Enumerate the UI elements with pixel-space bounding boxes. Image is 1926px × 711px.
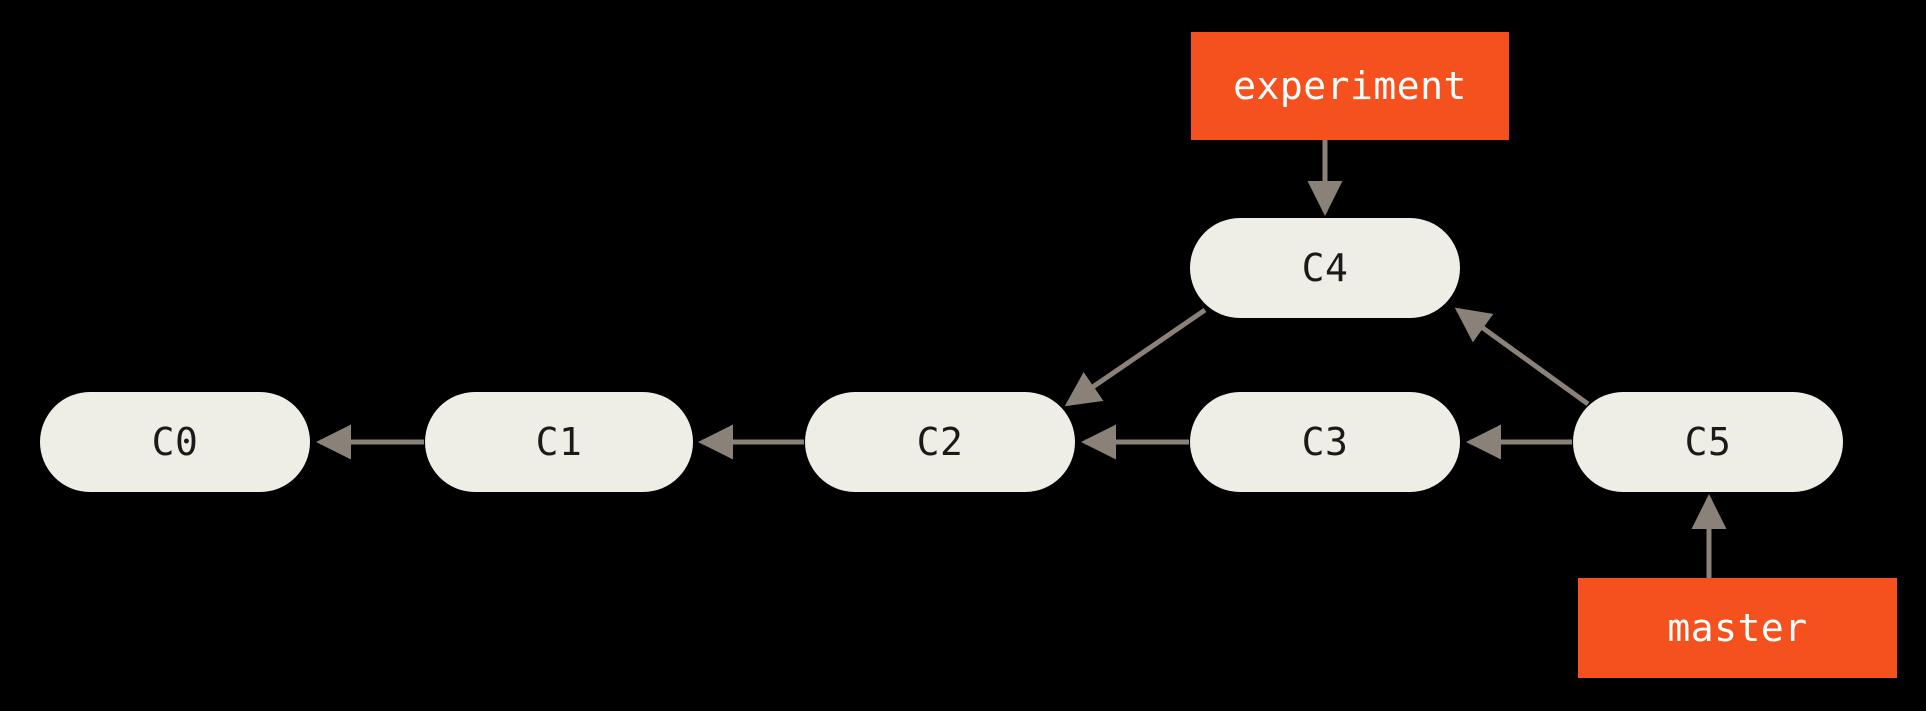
commit-node-c1[interactable]: C1 (425, 392, 693, 492)
branch-label-experiment-text: experiment (1233, 64, 1467, 108)
commit-label-c4: C4 (1301, 246, 1349, 290)
commit-label-c2: C2 (916, 420, 964, 464)
commit-node-c4[interactable]: C4 (1190, 218, 1460, 318)
edge-c5-to-c4 (1454, 307, 1590, 407)
branch-label-master-text: master (1667, 606, 1808, 650)
branch-label-experiment[interactable]: experiment (1191, 32, 1509, 140)
commit-label-c5: C5 (1684, 420, 1732, 464)
commit-label-c1: C1 (535, 420, 583, 464)
commit-label-c0: C0 (151, 420, 199, 464)
commit-node-c2[interactable]: C2 (805, 392, 1075, 492)
commit-label-c3: C3 (1301, 420, 1349, 464)
commit-node-c5[interactable]: C5 (1573, 392, 1843, 492)
edge-c4-to-c2 (1064, 307, 1207, 407)
commit-node-c0[interactable]: C0 (40, 392, 310, 492)
branch-label-master[interactable]: master (1578, 578, 1897, 678)
commit-node-c3[interactable]: C3 (1190, 392, 1460, 492)
